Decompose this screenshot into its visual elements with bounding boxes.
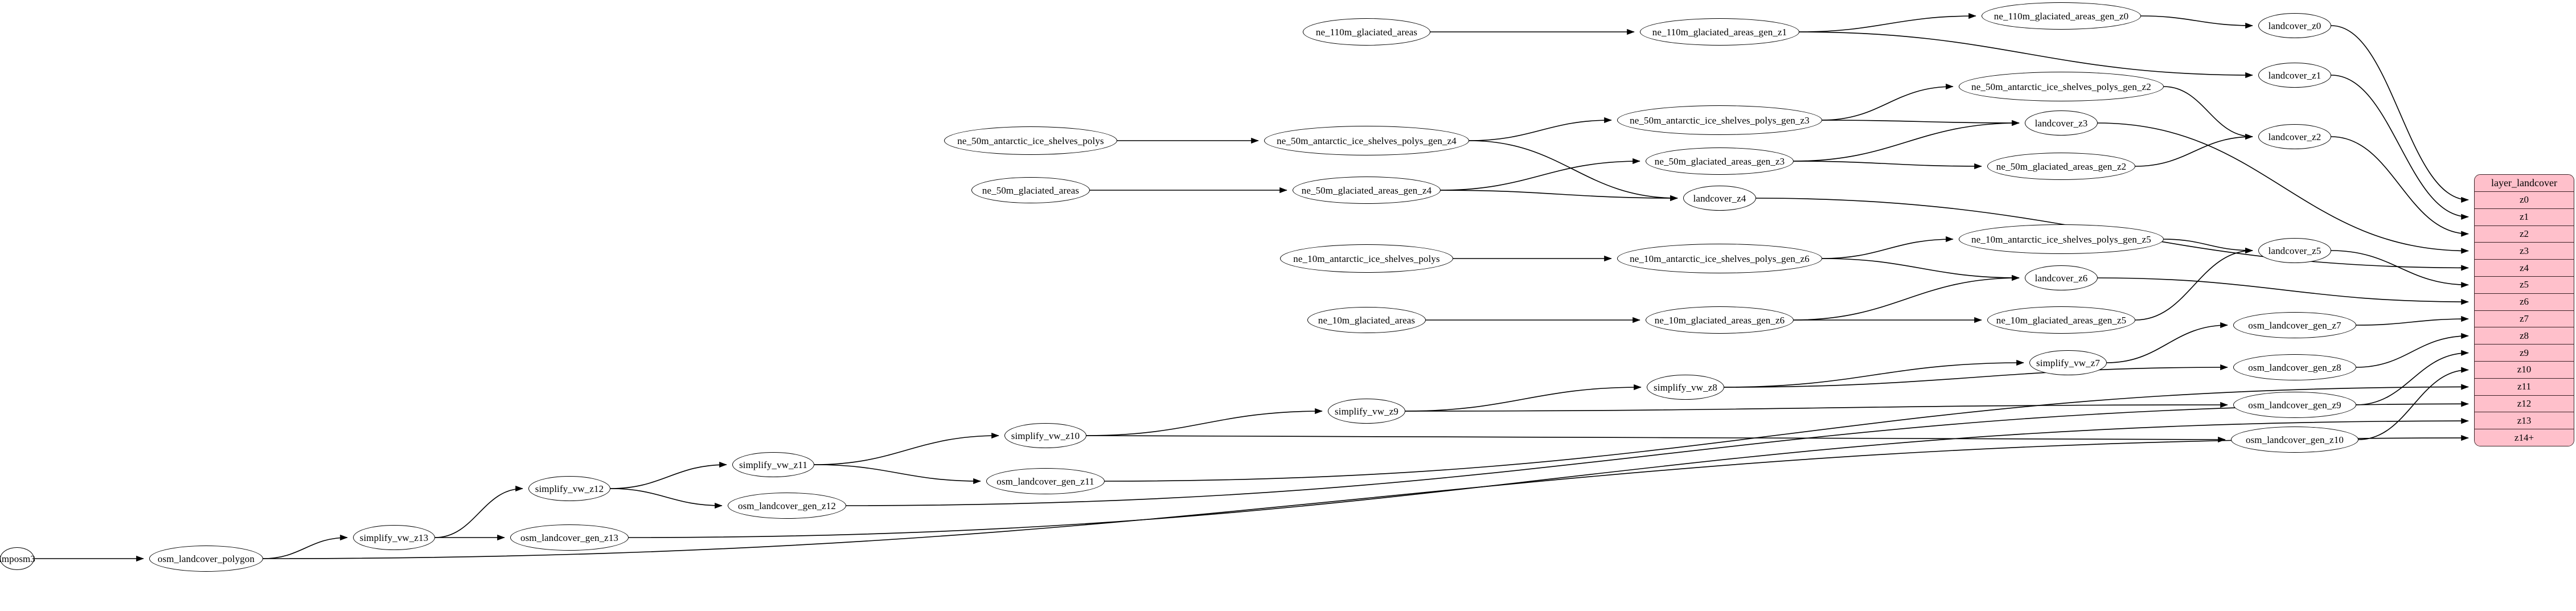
graph-node-osm_landcover_gen_z12[interactable]: osm_landcover_gen_z12: [728, 493, 846, 519]
node-label: ne_50m_antarctic_ice_shelves_polys_gen_z…: [1971, 81, 2151, 92]
graph-node-ne_10m_antarctic_ice_shelves_polys_gen_z5[interactable]: ne_10m_antarctic_ice_shelves_polys_gen_z…: [1959, 224, 2164, 254]
node-label: simplify_vw_z13: [359, 532, 429, 543]
record-row-z6[interactable]: z6: [2475, 293, 2574, 311]
node-label: ne_50m_glaciated_areas_gen_z2: [1996, 161, 2127, 172]
record-row-z3[interactable]: z3: [2475, 243, 2574, 260]
record-row-z4[interactable]: z4: [2475, 260, 2574, 277]
node-label: ne_50m_glaciated_areas_gen_z4: [1301, 184, 1432, 196]
node-label: osm_landcover_gen_z11: [996, 475, 1094, 487]
graph-node-ne_50m_glaciated_areas_gen_z2[interactable]: ne_50m_glaciated_areas_gen_z2: [1987, 153, 2135, 180]
record-row-z9[interactable]: z9: [2475, 345, 2574, 362]
node-label: simplify_vw_z10: [1011, 430, 1080, 441]
graph-node-osm_landcover_gen_z13[interactable]: osm_landcover_gen_z13: [510, 524, 629, 551]
node-label: landcover_z2: [2268, 131, 2321, 142]
graph-node-simplify_vw_z7[interactable]: simplify_vw_z7: [2029, 350, 2107, 375]
graph-node-ne_50m_antarctic_ice_shelves_polys[interactable]: ne_50m_antarctic_ice_shelves_polys: [944, 126, 1117, 155]
node-label: ne_50m_antarctic_ice_shelves_polys: [957, 135, 1104, 146]
graph-node-simplify_vw_z9[interactable]: simplify_vw_z9: [1328, 399, 1405, 424]
node-label: ne_10m_antarctic_ice_shelves_polys_gen_z…: [1971, 233, 2151, 245]
graph-node-ne_50m_antarctic_ice_shelves_polys_gen_z3[interactable]: ne_50m_antarctic_ice_shelves_polys_gen_z…: [1617, 105, 1822, 135]
graph-node-osm_landcover_gen_z11[interactable]: osm_landcover_gen_z11: [986, 468, 1105, 494]
node-label: ne_50m_antarctic_ice_shelves_polys_gen_z…: [1630, 114, 1810, 126]
record-row-z13[interactable]: z13: [2475, 412, 2574, 430]
node-label: landcover_z0: [2268, 20, 2321, 31]
node-label: ne_50m_glaciated_areas: [982, 184, 1080, 196]
node-label: ne_10m_antarctic_ice_shelves_polys: [1293, 253, 1440, 264]
graph-node-landcover_z2[interactable]: landcover_z2: [2258, 124, 2331, 149]
node-label: landcover_z4: [1693, 192, 1746, 204]
graph-node-landcover_z0[interactable]: landcover_z0: [2258, 13, 2331, 38]
node-label: osm_landcover_gen_z10: [2245, 434, 2344, 445]
node-label: ne_50m_glaciated_areas_gen_z3: [1654, 155, 1785, 167]
node-label: ne_50m_antarctic_ice_shelves_polys_gen_z…: [1277, 135, 1457, 146]
graph-node-landcover_z4[interactable]: landcover_z4: [1683, 186, 1756, 211]
record-row-z5[interactable]: z5: [2475, 276, 2574, 294]
record-row-z14plus[interactable]: z14+: [2475, 429, 2574, 446]
node-label: ne_10m_antarctic_ice_shelves_polys_gen_z…: [1630, 253, 1810, 264]
graph-node-simplify_vw_z11[interactable]: simplify_vw_z11: [732, 452, 814, 477]
graph-node-ne_10m_antarctic_ice_shelves_polys_gen_z6[interactable]: ne_10m_antarctic_ice_shelves_polys_gen_z…: [1617, 244, 1822, 273]
record-row-z11[interactable]: z11: [2475, 378, 2574, 396]
graph-node-osm_landcover_gen_z10[interactable]: osm_landcover_gen_z10: [2231, 427, 2358, 453]
node-label: osm_landcover_gen_z12: [737, 500, 836, 511]
graph-node-landcover_z5[interactable]: landcover_z5: [2258, 238, 2331, 263]
graph-node-ne_50m_antarctic_ice_shelves_polys_gen_z2[interactable]: ne_50m_antarctic_ice_shelves_polys_gen_z…: [1959, 72, 2164, 101]
graph-node-ne_10m_glaciated_areas_gen_z6[interactable]: ne_10m_glaciated_areas_gen_z6: [1646, 306, 1794, 334]
graph-node-osm_landcover_polygon[interactable]: osm_landcover_polygon: [149, 546, 263, 572]
graph-node-ne_10m_glaciated_areas_gen_z5[interactable]: ne_10m_glaciated_areas_gen_z5: [1987, 306, 2135, 334]
node-label: simplify_vw_z7: [2036, 357, 2100, 368]
graph-node-ne_50m_glaciated_areas_gen_z4[interactable]: ne_50m_glaciated_areas_gen_z4: [1293, 177, 1441, 204]
graph-node-ne_10m_antarctic_ice_shelves_polys[interactable]: ne_10m_antarctic_ice_shelves_polys: [1280, 244, 1453, 273]
graph-node-simplify_vw_z13[interactable]: simplify_vw_z13: [353, 525, 435, 550]
graph-node-ne_50m_glaciated_areas_gen_z3[interactable]: ne_50m_glaciated_areas_gen_z3: [1646, 147, 1794, 175]
graph-node-simplify_vw_z12[interactable]: simplify_vw_z12: [528, 476, 610, 501]
node-label: landcover_z1: [2268, 69, 2321, 81]
node-label: landcover_z6: [2034, 272, 2088, 284]
record-row-z10[interactable]: z10: [2475, 361, 2574, 379]
node-label: simplify_vw_z12: [535, 483, 604, 494]
record-row-z8[interactable]: z8: [2475, 327, 2574, 345]
node-label: simplify_vw_z8: [1654, 382, 1717, 393]
graph-node-ne_110m_glaciated_areas_gen_z1[interactable]: ne_110m_glaciated_areas_gen_z1: [1640, 18, 1799, 46]
node-label: landcover_z3: [2034, 117, 2088, 129]
node-label: simplify_vw_z11: [739, 459, 807, 470]
graph-node-simplify_vw_z8[interactable]: simplify_vw_z8: [1647, 375, 1724, 400]
record-row-z2[interactable]: z2: [2475, 225, 2574, 243]
record-row-z7[interactable]: z7: [2475, 310, 2574, 328]
node-label: osm_landcover_polygon: [157, 553, 255, 564]
node-label: ne_10m_glaciated_areas_gen_z5: [1996, 314, 2127, 326]
graph-node-ne_50m_antarctic_ice_shelves_polys_gen_z4[interactable]: ne_50m_antarctic_ice_shelves_polys_gen_z…: [1264, 126, 1469, 155]
node-label: imposm3: [0, 553, 35, 564]
graph-node-ne_110m_glaciated_areas[interactable]: ne_110m_glaciated_areas: [1303, 18, 1430, 46]
node-label: osm_landcover_gen_z7: [2248, 319, 2341, 331]
graph-node-landcover_z3[interactable]: landcover_z3: [2025, 110, 2098, 136]
node-label: landcover_z5: [2268, 245, 2321, 256]
node-label: osm_landcover_gen_z9: [2248, 399, 2341, 411]
graph-node-simplify_vw_z10[interactable]: simplify_vw_z10: [1004, 423, 1086, 448]
record-row-z0[interactable]: z0: [2475, 192, 2574, 209]
graph-node-osm_landcover_gen_z8[interactable]: osm_landcover_gen_z8: [2233, 354, 2356, 380]
node-label: osm_landcover_gen_z8: [2248, 362, 2341, 373]
graph-node-ne_10m_glaciated_areas[interactable]: ne_10m_glaciated_areas: [1307, 307, 1426, 333]
record-row-z1[interactable]: z1: [2475, 208, 2574, 226]
node-label: ne_10m_glaciated_areas_gen_z6: [1654, 314, 1785, 326]
node-label: osm_landcover_gen_z13: [520, 532, 619, 543]
node-label: simplify_vw_z9: [1335, 405, 1398, 417]
graph-node-landcover_z6[interactable]: landcover_z6: [2025, 265, 2098, 290]
record-header: layer_landcover: [2475, 175, 2574, 192]
graph-node-imposm3[interactable]: imposm3: [0, 547, 35, 570]
graph-node-landcover_z1[interactable]: landcover_z1: [2258, 63, 2331, 88]
graph-node-osm_landcover_gen_z7[interactable]: osm_landcover_gen_z7: [2233, 312, 2356, 338]
node-label: ne_10m_glaciated_areas: [1318, 314, 1416, 326]
graph-node-ne_110m_glaciated_areas_gen_z0[interactable]: ne_110m_glaciated_areas_gen_z0: [1982, 2, 2141, 30]
graph-node-ne_50m_glaciated_areas[interactable]: ne_50m_glaciated_areas: [971, 177, 1090, 203]
node-label: ne_110m_glaciated_areas_gen_z1: [1652, 26, 1787, 38]
graph-node-osm_landcover_gen_z9[interactable]: osm_landcover_gen_z9: [2233, 392, 2356, 418]
node-label: ne_110m_glaciated_areas: [1315, 26, 1418, 38]
record-row-z12[interactable]: z12: [2475, 395, 2574, 413]
node-label: ne_110m_glaciated_areas_gen_z0: [1993, 10, 2129, 22]
